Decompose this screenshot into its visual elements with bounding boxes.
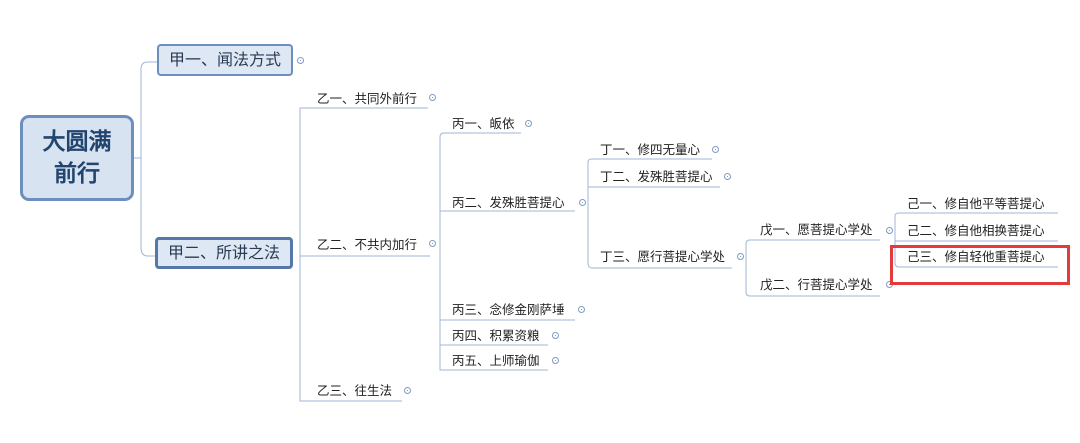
node-yi2[interactable]: 乙二、不共内加行 — [317, 237, 418, 252]
root-node[interactable]: 大圆满 前行 — [20, 115, 134, 201]
node-jia2[interactable]: 甲二、所讲之法 — [155, 237, 294, 269]
node-wu1[interactable]: 戊一、愿菩提心学处 — [760, 222, 873, 237]
expand-icon[interactable] — [552, 357, 559, 364]
node-bing2[interactable]: 丙二、发殊胜菩提心 — [452, 195, 565, 210]
node-bing3[interactable]: 丙三、念修金刚萨埵 — [452, 302, 565, 317]
expand-icon[interactable] — [712, 146, 719, 153]
expand-icon[interactable] — [724, 173, 731, 180]
expand-icon[interactable] — [552, 332, 559, 339]
node-wu2[interactable]: 戊二、行菩提心学处 — [760, 277, 873, 292]
expand-icon[interactable] — [297, 57, 304, 64]
expand-icon[interactable] — [578, 306, 585, 313]
node-bing1[interactable]: 丙一、皈依 — [452, 116, 515, 131]
collapse-icon[interactable] — [579, 199, 586, 206]
node-ding3[interactable]: 丁三、愿行菩提心学处 — [600, 249, 726, 264]
highlight-box — [890, 245, 1070, 285]
collapse-icon[interactable] — [886, 227, 893, 234]
collapse-icon[interactable] — [429, 240, 436, 247]
expand-icon[interactable] — [525, 120, 532, 127]
node-jia1[interactable]: 甲一、闻法方式 — [157, 44, 294, 76]
node-bing4[interactable]: 丙四、积累资粮 — [452, 328, 540, 343]
node-ji2[interactable]: 己二、修自他相换菩提心 — [907, 223, 1045, 238]
node-ji1[interactable]: 己一、修自他平等菩提心 — [907, 196, 1045, 211]
node-ding1[interactable]: 丁一、修四无量心 — [600, 142, 701, 157]
node-yi1[interactable]: 乙一、共同外前行 — [317, 91, 418, 106]
expand-icon[interactable] — [404, 387, 411, 394]
expand-icon[interactable] — [429, 94, 436, 101]
node-ji3[interactable]: 己三、修自轻他重菩提心 — [907, 249, 1045, 264]
node-ding2[interactable]: 丁二、发殊胜菩提心 — [600, 169, 713, 184]
root-title-line2: 前行 — [54, 161, 100, 187]
node-bing5[interactable]: 丙五、上师瑜伽 — [452, 353, 540, 368]
root-title-line1: 大圆满 — [42, 129, 112, 155]
collapse-icon[interactable] — [737, 253, 744, 260]
node-yi3[interactable]: 乙三、往生法 — [317, 383, 393, 398]
